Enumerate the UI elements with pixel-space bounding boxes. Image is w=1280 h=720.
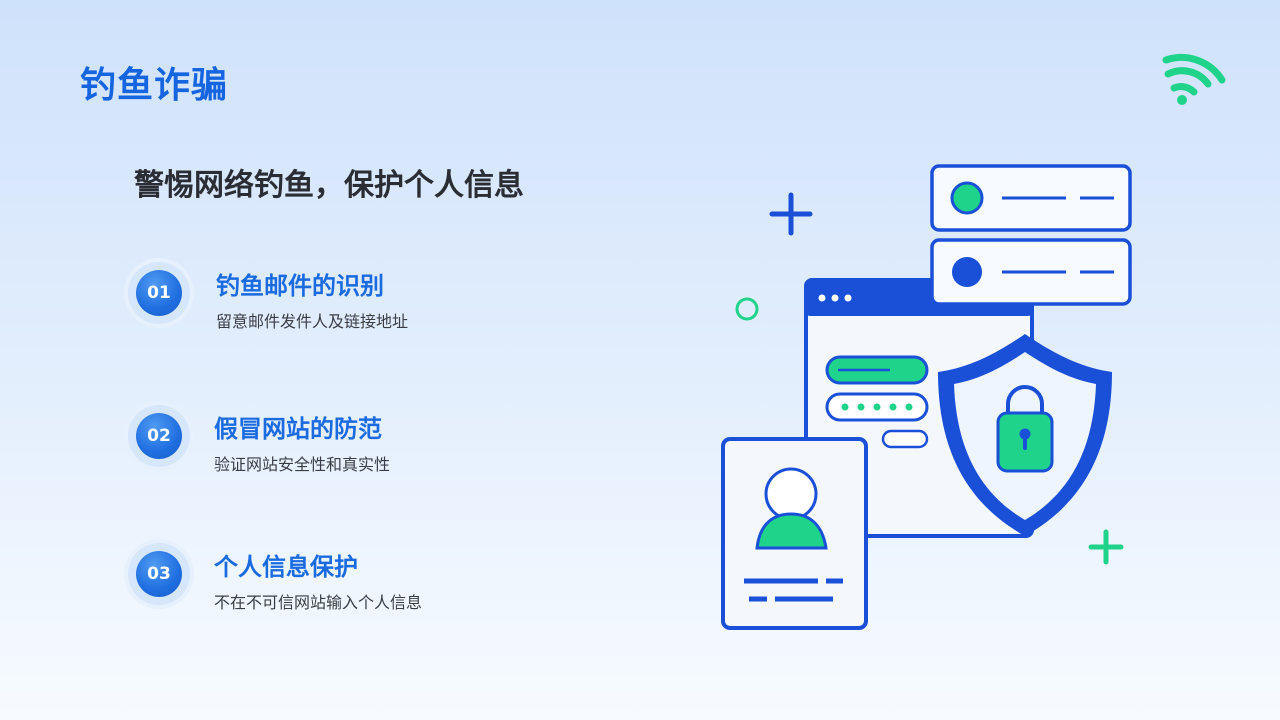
slide-subtitle: 警惕网络钓鱼，保护个人信息 xyxy=(134,168,524,203)
list-item: 02 假冒网站的防范 验证网站安全性和真实性 xyxy=(128,405,648,474)
item-title: 个人信息保护 xyxy=(214,553,358,581)
item-description: 不在不可信网站输入个人信息 xyxy=(214,593,423,612)
security-illustration xyxy=(721,164,1132,630)
circle-icon xyxy=(735,297,759,321)
list-item: 03 个人信息保护 不在不可信网站输入个人信息 xyxy=(128,543,648,612)
number-badge: 01 xyxy=(128,262,190,324)
badge-number: 02 xyxy=(136,413,182,459)
profile-card-icon xyxy=(721,437,868,630)
server-icon xyxy=(930,164,1132,306)
item-title: 钓鱼邮件的识别 xyxy=(216,272,384,300)
list-item: 01 钓鱼邮件的识别 留意邮件发件人及链接地址 xyxy=(128,262,648,331)
item-description: 留意邮件发件人及链接地址 xyxy=(216,312,409,331)
item-title: 假冒网站的防范 xyxy=(214,415,382,443)
slide-title: 钓鱼诈骗 xyxy=(80,65,229,106)
shield-lock-icon xyxy=(938,334,1112,536)
plus-icon xyxy=(769,192,813,236)
number-badge: 02 xyxy=(128,405,190,467)
plus-icon xyxy=(1088,529,1124,565)
wifi-icon xyxy=(1162,53,1226,105)
number-badge: 03 xyxy=(128,543,190,605)
badge-number: 01 xyxy=(136,270,182,316)
badge-number: 03 xyxy=(136,551,182,597)
item-description: 验证网站安全性和真实性 xyxy=(214,455,391,474)
